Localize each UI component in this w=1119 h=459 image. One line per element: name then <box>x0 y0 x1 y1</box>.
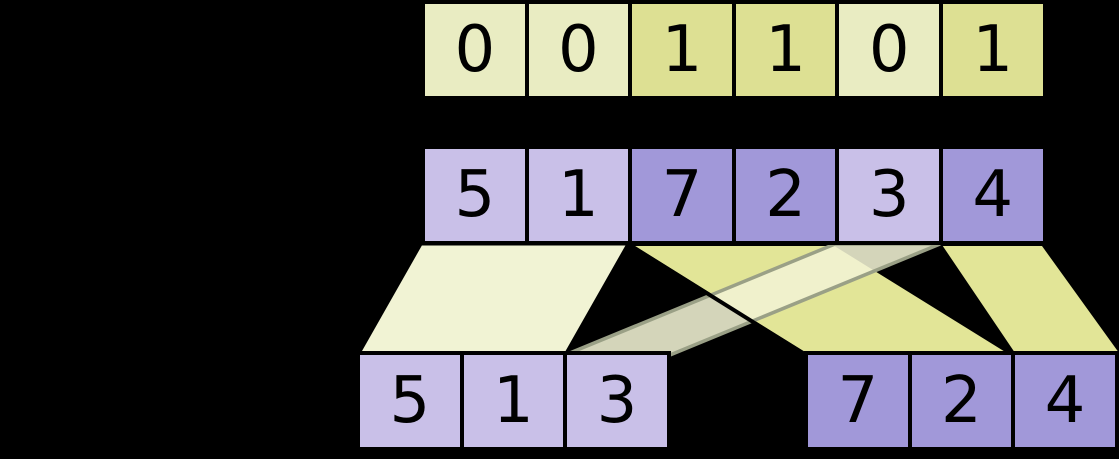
input-cell-2: 7 <box>632 149 732 241</box>
input-cell-0: 5 <box>425 149 525 241</box>
input-cell-4: 3 <box>839 149 939 241</box>
output-left-cell-0: 5 <box>360 355 460 447</box>
output-left-row: 5 1 3 <box>356 351 671 451</box>
input-cell-3: 2 <box>735 149 836 241</box>
flag-cell-2: 1 <box>632 4 732 96</box>
band-flag0-left <box>355 242 631 357</box>
flag-cell-4: 0 <box>839 4 939 96</box>
flags-row: 0 0 1 1 0 1 <box>421 0 1047 100</box>
input-row: 5 1 7 2 3 4 <box>421 145 1047 245</box>
output-right-cell-2: 4 <box>1015 355 1115 447</box>
flag-cell-5: 1 <box>942 4 1043 96</box>
output-right-cell-0: 7 <box>808 355 908 447</box>
output-right-row: 7 2 4 <box>804 351 1119 451</box>
output-left-cell-2: 3 <box>567 355 667 447</box>
output-right-cell-1: 2 <box>911 355 1012 447</box>
flag-cell-0: 0 <box>425 4 525 96</box>
input-cell-5: 4 <box>942 149 1043 241</box>
flag-cell-1: 0 <box>528 4 629 96</box>
flag-cell-3: 1 <box>735 4 836 96</box>
input-cell-1: 1 <box>528 149 629 241</box>
output-left-cell-1: 1 <box>463 355 564 447</box>
band-edge-line <box>626 242 808 357</box>
